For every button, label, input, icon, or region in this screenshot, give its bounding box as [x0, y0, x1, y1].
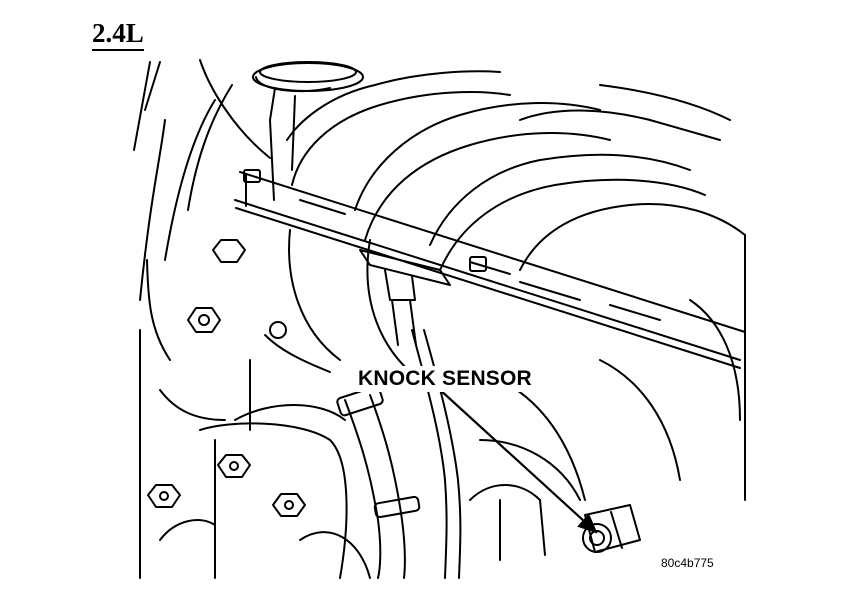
callout-leader-arrow: [436, 386, 598, 534]
oil-filler-cap: [252, 61, 364, 201]
coolant-hose: [336, 385, 421, 579]
engine-block-background: [133, 59, 271, 579]
engine-size-heading: 2.4L: [92, 18, 144, 51]
bolt: [147, 484, 181, 508]
bolt: [217, 454, 251, 478]
knock-sensor-label: KNOCK SENSOR: [355, 366, 535, 392]
bolt: [212, 239, 246, 263]
figure-code: 80c4b775: [659, 556, 716, 570]
fastener-bolts: [147, 239, 306, 517]
front-cover: [159, 334, 581, 579]
bolt: [269, 321, 287, 339]
manifold-flange-rail: [234, 169, 746, 369]
bolt: [272, 493, 306, 517]
intake-manifold: [286, 70, 746, 501]
bolt: [187, 307, 221, 333]
